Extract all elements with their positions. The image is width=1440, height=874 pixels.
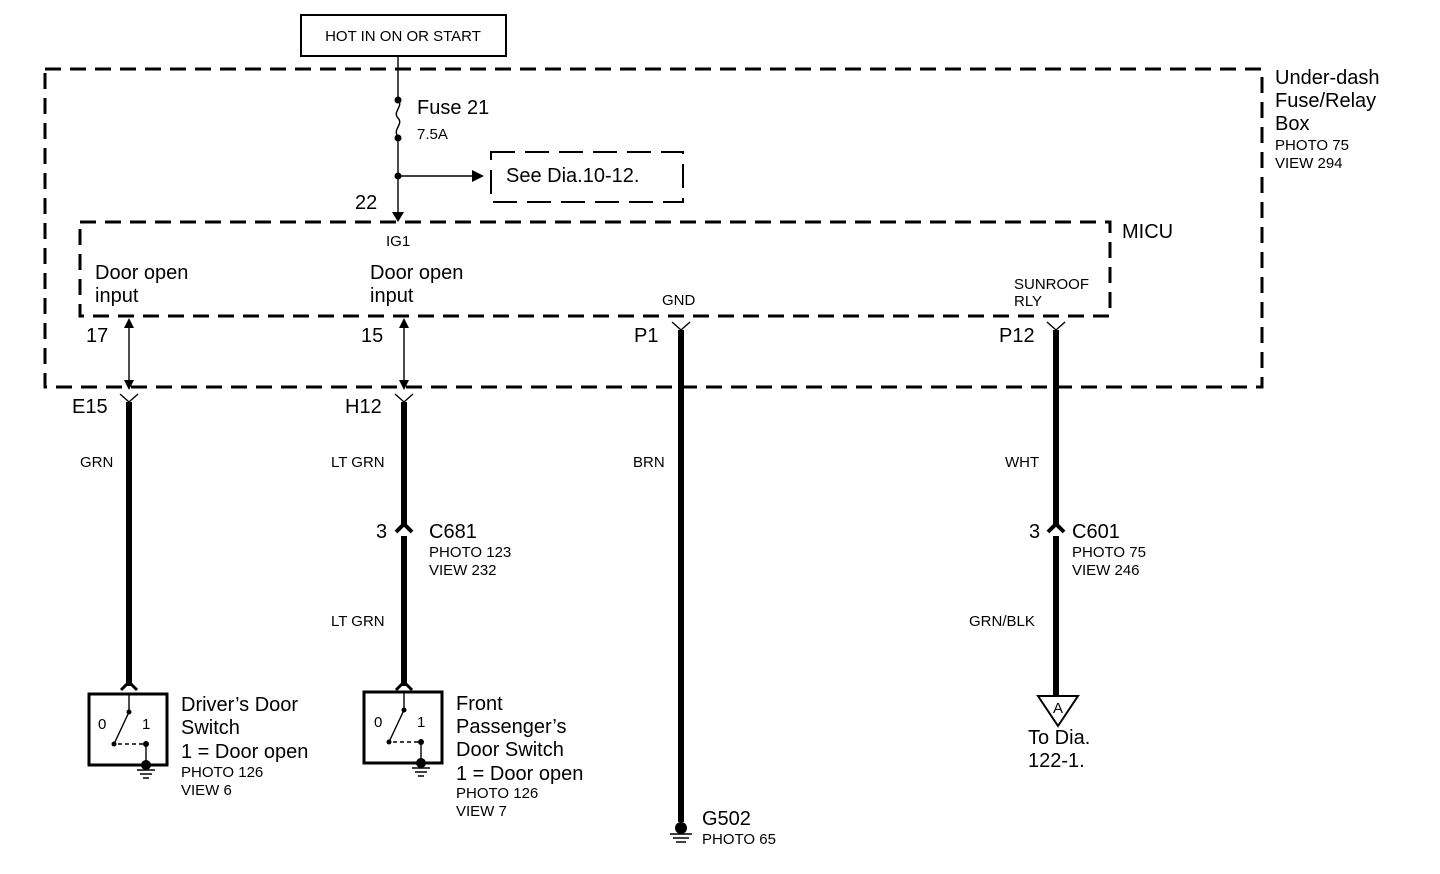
- pass-switch-name-3: Door Switch: [456, 739, 564, 761]
- pin15-arrow-up: [399, 318, 409, 328]
- pass-switch-ground-icon: [412, 758, 430, 777]
- pin-p12: P12: [999, 325, 1035, 347]
- ground-photo: PHOTO 65: [702, 831, 776, 848]
- driver-switch-name-1: Driver’s Door: [181, 694, 298, 716]
- wire-color-wht: WHT: [1005, 454, 1039, 471]
- see-ref-label[interactable]: See Dia.10-12.: [506, 165, 639, 187]
- fuse-rating: 7.5A: [417, 126, 448, 143]
- h12-terminal-icon: [394, 393, 414, 403]
- pass-switch-terminal-icon: [394, 679, 414, 692]
- pin-p1: P1: [634, 325, 658, 347]
- driver-switch-name-2: Switch: [181, 717, 240, 739]
- fuse-box-title-1: Under-dash: [1275, 67, 1380, 89]
- sunroof-label-2: RLY: [1014, 293, 1042, 310]
- fuse-box-title-3: Box: [1275, 113, 1309, 135]
- pass-switch-name-2: Passenger’s: [456, 716, 566, 738]
- pin17-arrow-up: [124, 318, 134, 328]
- pass-switch-name-1: Front: [456, 693, 503, 715]
- driver-switch-pos1: 1: [142, 716, 150, 733]
- off-page-reference-icon[interactable]: [1036, 695, 1080, 728]
- fuse-label: Fuse 21: [417, 97, 489, 119]
- c681-connector-icon: [394, 521, 414, 534]
- c601-view: VIEW 246: [1072, 562, 1140, 579]
- driver-switch-pivot: [126, 709, 132, 715]
- driver-switch-contact-0: [111, 741, 117, 747]
- pass-switch-name-4: 1 = Door open: [456, 763, 583, 785]
- power-source-label: HOT IN ON OR START: [325, 28, 481, 45]
- ig1-arrow: [392, 212, 404, 222]
- driver-switch-terminal-icon: [119, 679, 139, 692]
- to-dia-label-2[interactable]: 122-1.: [1028, 750, 1085, 772]
- fuse-box-title-2: Fuse/Relay: [1275, 90, 1376, 112]
- wire-color-grn-blk: GRN/BLK: [969, 613, 1035, 630]
- p1-terminal-icon: [671, 321, 691, 331]
- off-page-marker: A: [1053, 700, 1063, 717]
- micu-outline: [78, 220, 1112, 318]
- pass-switch-pos0: 0: [374, 714, 382, 731]
- pin-17: 17: [86, 325, 108, 347]
- pass-switch-contact-0: [386, 739, 392, 745]
- micu-title: MICU: [1122, 221, 1173, 243]
- ground-name: G502: [702, 808, 751, 830]
- fuse-box-view: VIEW 294: [1275, 155, 1343, 172]
- driver-switch-ground-icon: [137, 760, 155, 779]
- c681-name: C681: [429, 521, 477, 543]
- input2-label-2: input: [370, 285, 414, 307]
- pin17-arrow-down: [124, 380, 134, 390]
- c681-view: VIEW 232: [429, 562, 497, 579]
- pass-switch-photo: PHOTO 126: [456, 785, 538, 802]
- c681-photo: PHOTO 123: [429, 544, 511, 561]
- pass-switch-box: [362, 690, 444, 765]
- c601-photo: PHOTO 75: [1072, 544, 1146, 561]
- pass-switch-blade: [388, 709, 405, 743]
- pin15-arrow-down: [399, 380, 409, 390]
- wire-color-brn: BRN: [633, 454, 665, 471]
- driver-switch-view: VIEW 6: [181, 782, 232, 799]
- to-dia-label-1[interactable]: To Dia.: [1028, 727, 1090, 749]
- c601-connector-icon: [1046, 521, 1066, 534]
- pass-switch-pivot: [401, 707, 407, 713]
- fuse-relay-box-outline: [43, 67, 1264, 389]
- driver-switch-blade: [113, 711, 130, 745]
- branch-arrow: [472, 170, 484, 182]
- wire-color-lt-grn-1: LT GRN: [331, 454, 385, 471]
- connector-h12: H12: [345, 396, 382, 418]
- input2-label-1: Door open: [370, 262, 463, 284]
- input1-label-2: input: [95, 285, 139, 307]
- input1-label-1: Door open: [95, 262, 188, 284]
- ig1-label: IG1: [386, 233, 410, 250]
- power-source-box: [300, 14, 507, 57]
- pin-15: 15: [361, 325, 383, 347]
- see-ref-box: [490, 151, 684, 203]
- gnd-label: GND: [662, 292, 696, 309]
- driver-switch-box: [87, 692, 169, 767]
- driver-switch-pos0: 0: [98, 716, 106, 733]
- c681-pin: 3: [376, 521, 387, 543]
- e15-terminal-icon: [119, 393, 139, 403]
- ig1-terminal-number: 22: [355, 192, 377, 214]
- g502-ground-icon: [670, 822, 692, 843]
- driver-switch-photo: PHOTO 126: [181, 764, 263, 781]
- c601-name: C601: [1072, 521, 1120, 543]
- fuse-box-photo: PHOTO 75: [1275, 137, 1349, 154]
- driver-switch-name-3: 1 = Door open: [181, 741, 308, 763]
- wire-color-grn: GRN: [80, 454, 113, 471]
- connector-e15: E15: [72, 396, 108, 418]
- fuse-21-symbol: [395, 99, 401, 137]
- wire-color-lt-grn-2: LT GRN: [331, 613, 385, 630]
- pass-switch-view: VIEW 7: [456, 803, 507, 820]
- p12-terminal-icon: [1046, 321, 1066, 331]
- c601-pin: 3: [1029, 521, 1040, 543]
- pass-switch-pos1: 1: [417, 714, 425, 731]
- sunroof-label-1: SUNROOF: [1014, 276, 1089, 293]
